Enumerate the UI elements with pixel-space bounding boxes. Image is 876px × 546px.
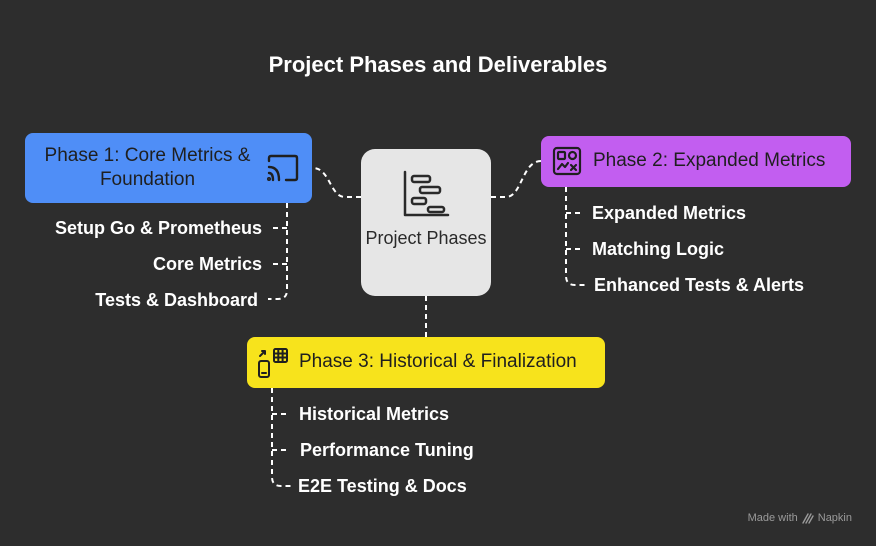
phase-3-box: Phase 3: Historical & Finalization — [247, 337, 605, 388]
center-label: Project Phases — [365, 228, 487, 248]
device-calculator-icon — [258, 348, 288, 378]
phase-3-item-2: Performance Tuning — [300, 440, 474, 460]
phase-3-item-1: Historical Metrics — [299, 404, 450, 424]
phase-1-item-3: Tests & Dashboard — [95, 290, 258, 310]
napkin-logo-icon — [802, 512, 814, 524]
tree-phase1 — [268, 203, 288, 300]
phase-2-box: Phase 2: Expanded Metrics — [541, 136, 851, 187]
tree-phase3 — [271, 388, 291, 487]
phase-3-label: Phase 3: Historical & Finalization — [299, 351, 577, 372]
connector-phase1 — [312, 167, 361, 198]
dashboard-widgets-icon — [552, 146, 582, 176]
gantt-chart-icon — [403, 170, 450, 217]
phase-2-item-3: Enhanced Tests & Alerts — [594, 275, 805, 295]
phase-2-item-1: Expanded Metrics — [592, 203, 747, 223]
diagram-title: Project Phases and Deliverables — [268, 52, 608, 77]
footer-text: Made with — [747, 512, 798, 524]
phase-3-item-3: E2E Testing & Docs — [298, 476, 467, 496]
phase-1-box: Phase 1: Core Metrics & Foundation — [25, 133, 312, 203]
center-node: Project Phases — [361, 149, 491, 296]
footer-brand: Napkin — [817, 512, 852, 524]
tree-phase2 — [565, 187, 585, 286]
cast-icon — [267, 154, 299, 182]
connector-phase2 — [491, 160, 542, 198]
phase-1-item-1: Setup Go & Prometheus — [54, 218, 262, 238]
phase-1-label: Phase 1: Core Metrics & Foundation — [44, 145, 251, 190]
phase-1-item-2: Core Metrics — [152, 254, 262, 274]
phase-2-label: Phase 2: Expanded Metrics — [593, 150, 826, 171]
phase-2-item-2: Matching Logic — [592, 239, 724, 259]
made-with-footer: Made with Napkin — [748, 512, 852, 524]
